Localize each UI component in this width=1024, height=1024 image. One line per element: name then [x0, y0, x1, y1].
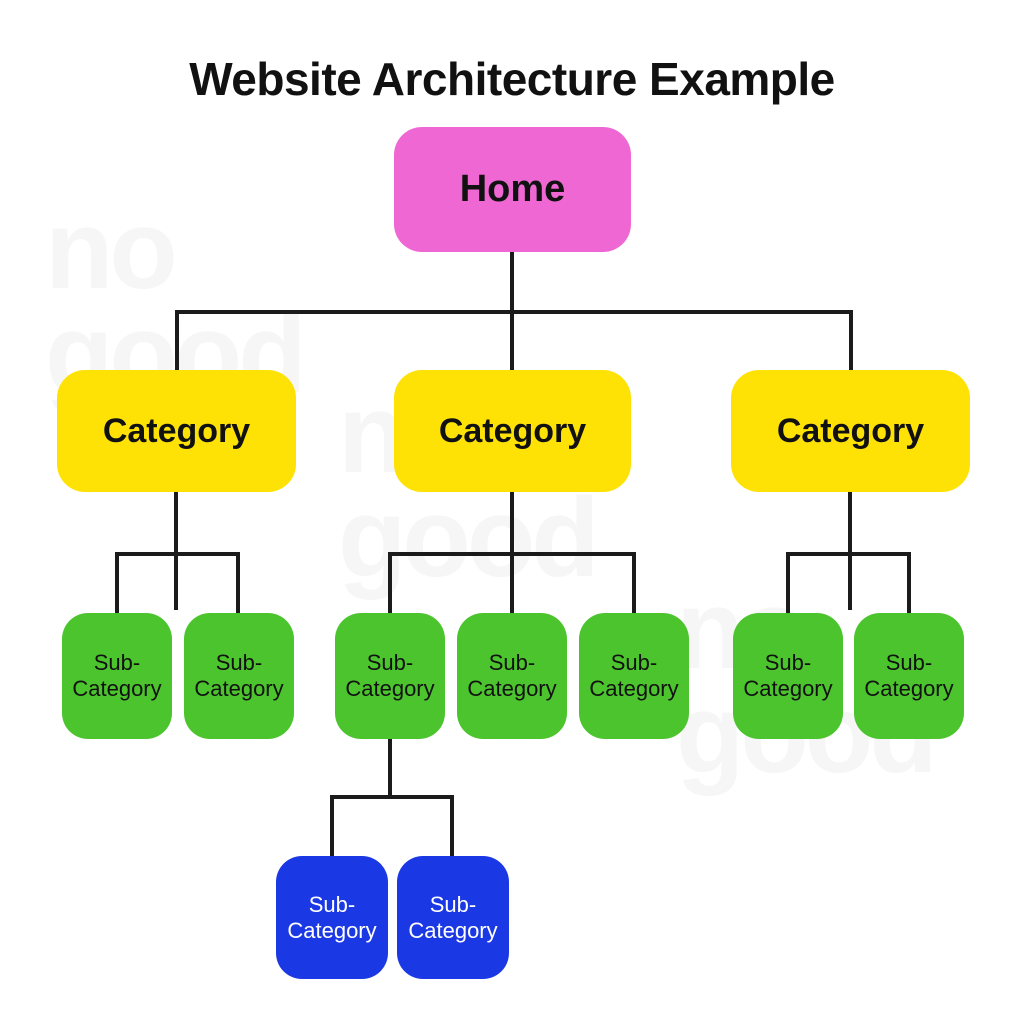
node-subcategory-2: Sub-Category: [184, 613, 294, 739]
node-subcategory-4: Sub-Category: [457, 613, 567, 739]
subcategory-label-line1: Sub-: [764, 650, 812, 676]
node-subcategory-label: Sub-Category: [743, 650, 832, 702]
connector-sub3-drop-right: [450, 795, 454, 856]
node-sub-subcategory-label: Sub-Category: [287, 892, 376, 944]
subcategory-label-line2: Category: [194, 676, 284, 701]
node-subcategory-label: Sub-Category: [345, 650, 434, 702]
subcategory-label-line1: Sub-: [366, 650, 414, 676]
connector-cat3-stem: [848, 492, 852, 610]
connector-cat1-drop-right: [236, 552, 240, 613]
node-category-label: Category: [102, 411, 251, 450]
node-subcategory-5: Sub-Category: [579, 613, 689, 739]
node-category-3: Category: [731, 370, 970, 492]
subcategory-label-line1: Sub-: [308, 891, 356, 917]
node-subcategory-6: Sub-Category: [733, 613, 843, 739]
subcategory-label-line1: Sub-: [885, 650, 933, 676]
connector-cat3-drop-right: [907, 552, 911, 613]
node-sub-subcategory-2: Sub-Category: [397, 856, 509, 979]
node-subcategory-label: Sub-Category: [72, 650, 161, 702]
node-subcategory-3: Sub-Category: [335, 613, 445, 739]
subcategory-label-line1: Sub-: [93, 650, 141, 676]
subcategory-label-line2: Category: [345, 676, 435, 701]
node-subcategory-label: Sub-Category: [467, 650, 556, 702]
node-sub-subcategory-1: Sub-Category: [276, 856, 388, 979]
connector-cat3-bar: [786, 552, 911, 556]
watermark-line-2: good: [338, 475, 600, 601]
connector-cat3-drop-left: [786, 552, 790, 613]
node-category-1: Category: [57, 370, 296, 492]
subcategory-label-line2: Category: [408, 917, 498, 943]
connector-home-bar: [175, 310, 853, 314]
connector-cat2-drop-left: [388, 552, 392, 613]
node-subcategory-label: Sub-Category: [194, 650, 283, 702]
subcategory-label-line2: Category: [864, 676, 954, 701]
connector-sub3-stem: [388, 739, 392, 797]
node-category-label: Category: [438, 411, 587, 450]
node-home-label: Home: [459, 168, 566, 210]
node-subcategory-7: Sub-Category: [854, 613, 964, 739]
diagram-title: Website Architecture Example: [189, 53, 835, 105]
node-subcategory-label: Sub-Category: [589, 650, 678, 702]
node-home: Home: [394, 127, 631, 252]
node-sub-subcategory-label: Sub-Category: [408, 892, 497, 944]
subcategory-label-line2: Category: [589, 676, 679, 701]
connector-cat1-stem: [174, 492, 178, 610]
subcategory-label-line2: Category: [743, 676, 833, 701]
connector-home-drop-left: [175, 310, 179, 370]
connector-sub3-drop-left: [330, 795, 334, 856]
subcategory-label-line1: Sub-: [488, 650, 536, 676]
connector-cat2-drop-right: [632, 552, 636, 613]
connector-home-drop-right: [849, 310, 853, 370]
subcategory-label-line1: Sub-: [610, 650, 658, 676]
node-subcategory-label: Sub-Category: [864, 650, 953, 702]
watermark-line-1: no: [45, 187, 178, 312]
connector-cat1-bar: [115, 552, 240, 556]
subcategory-label-line1: Sub-: [429, 891, 477, 917]
subcategory-label-line2: Category: [287, 917, 377, 943]
connector-cat2-bar: [388, 552, 636, 556]
node-category-2: Category: [394, 370, 631, 492]
node-subcategory-1: Sub-Category: [62, 613, 172, 739]
subcategory-label-line2: Category: [467, 676, 557, 701]
node-category-label: Category: [776, 411, 925, 450]
subcategory-label-line2: Category: [72, 676, 162, 701]
connector-sub3-bar: [330, 795, 454, 799]
subcategory-label-line1: Sub-: [215, 650, 263, 676]
connector-cat1-drop-left: [115, 552, 119, 613]
